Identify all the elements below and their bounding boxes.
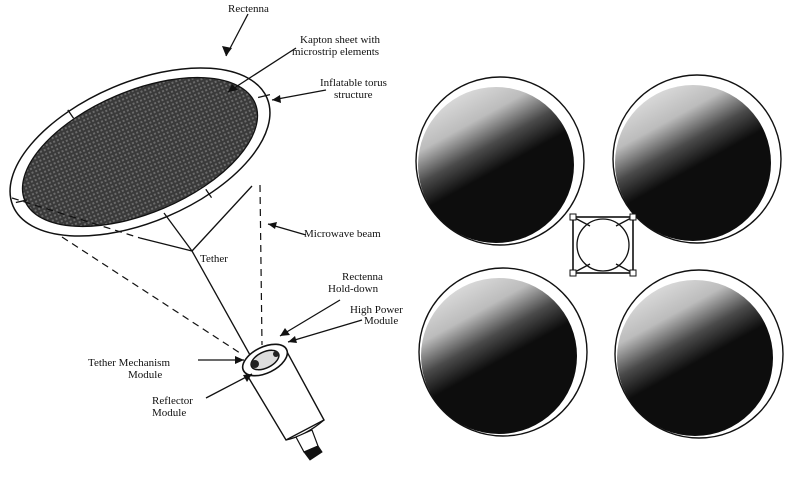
label-kapton-2: microstrip elements xyxy=(292,46,379,58)
label-holddown-2: Hold-down xyxy=(328,283,379,295)
central-frame xyxy=(569,213,637,277)
label-torus-1: Inflatable torus xyxy=(320,77,387,89)
sphere-top-right xyxy=(612,74,782,244)
rectenna-diagram: Rectenna Kapton sheet with microstrip el… xyxy=(9,3,403,461)
label-reflector-2: Module xyxy=(152,407,186,419)
label-holddown-1: Rectenna xyxy=(342,271,383,283)
label-high-power-1: High Power xyxy=(350,304,403,316)
label-reflector-1: Reflector xyxy=(152,395,193,407)
tether-line xyxy=(191,250,251,356)
spacecraft-body xyxy=(241,343,325,461)
support-line xyxy=(139,237,193,252)
label-rectenna: Rectenna xyxy=(228,3,269,15)
label-torus-2: structure xyxy=(334,89,373,101)
tether-mechanism-icon xyxy=(251,360,259,368)
label-tether-mech-1: Tether Mechanism xyxy=(88,357,170,369)
microwave-beam-line xyxy=(259,184,263,346)
leader-lines xyxy=(198,13,363,399)
sphere-array xyxy=(415,74,784,439)
label-kapton-1: Kapton sheet with xyxy=(300,34,381,46)
support-line xyxy=(191,185,253,252)
label-tether-mech-2: Module xyxy=(128,369,162,381)
sphere-top-left xyxy=(415,76,585,246)
support-line xyxy=(163,212,193,252)
sphere-bottom-right xyxy=(614,269,784,439)
sphere-bottom-left xyxy=(418,267,588,437)
label-microwave-beam: Microwave beam xyxy=(304,228,381,240)
label-tether: Tether xyxy=(200,253,228,265)
microwave-beam-line xyxy=(11,197,141,239)
label-high-power-2: Module xyxy=(364,315,398,327)
inflatable-torus xyxy=(9,67,271,237)
microwave-beam-line xyxy=(61,236,244,356)
